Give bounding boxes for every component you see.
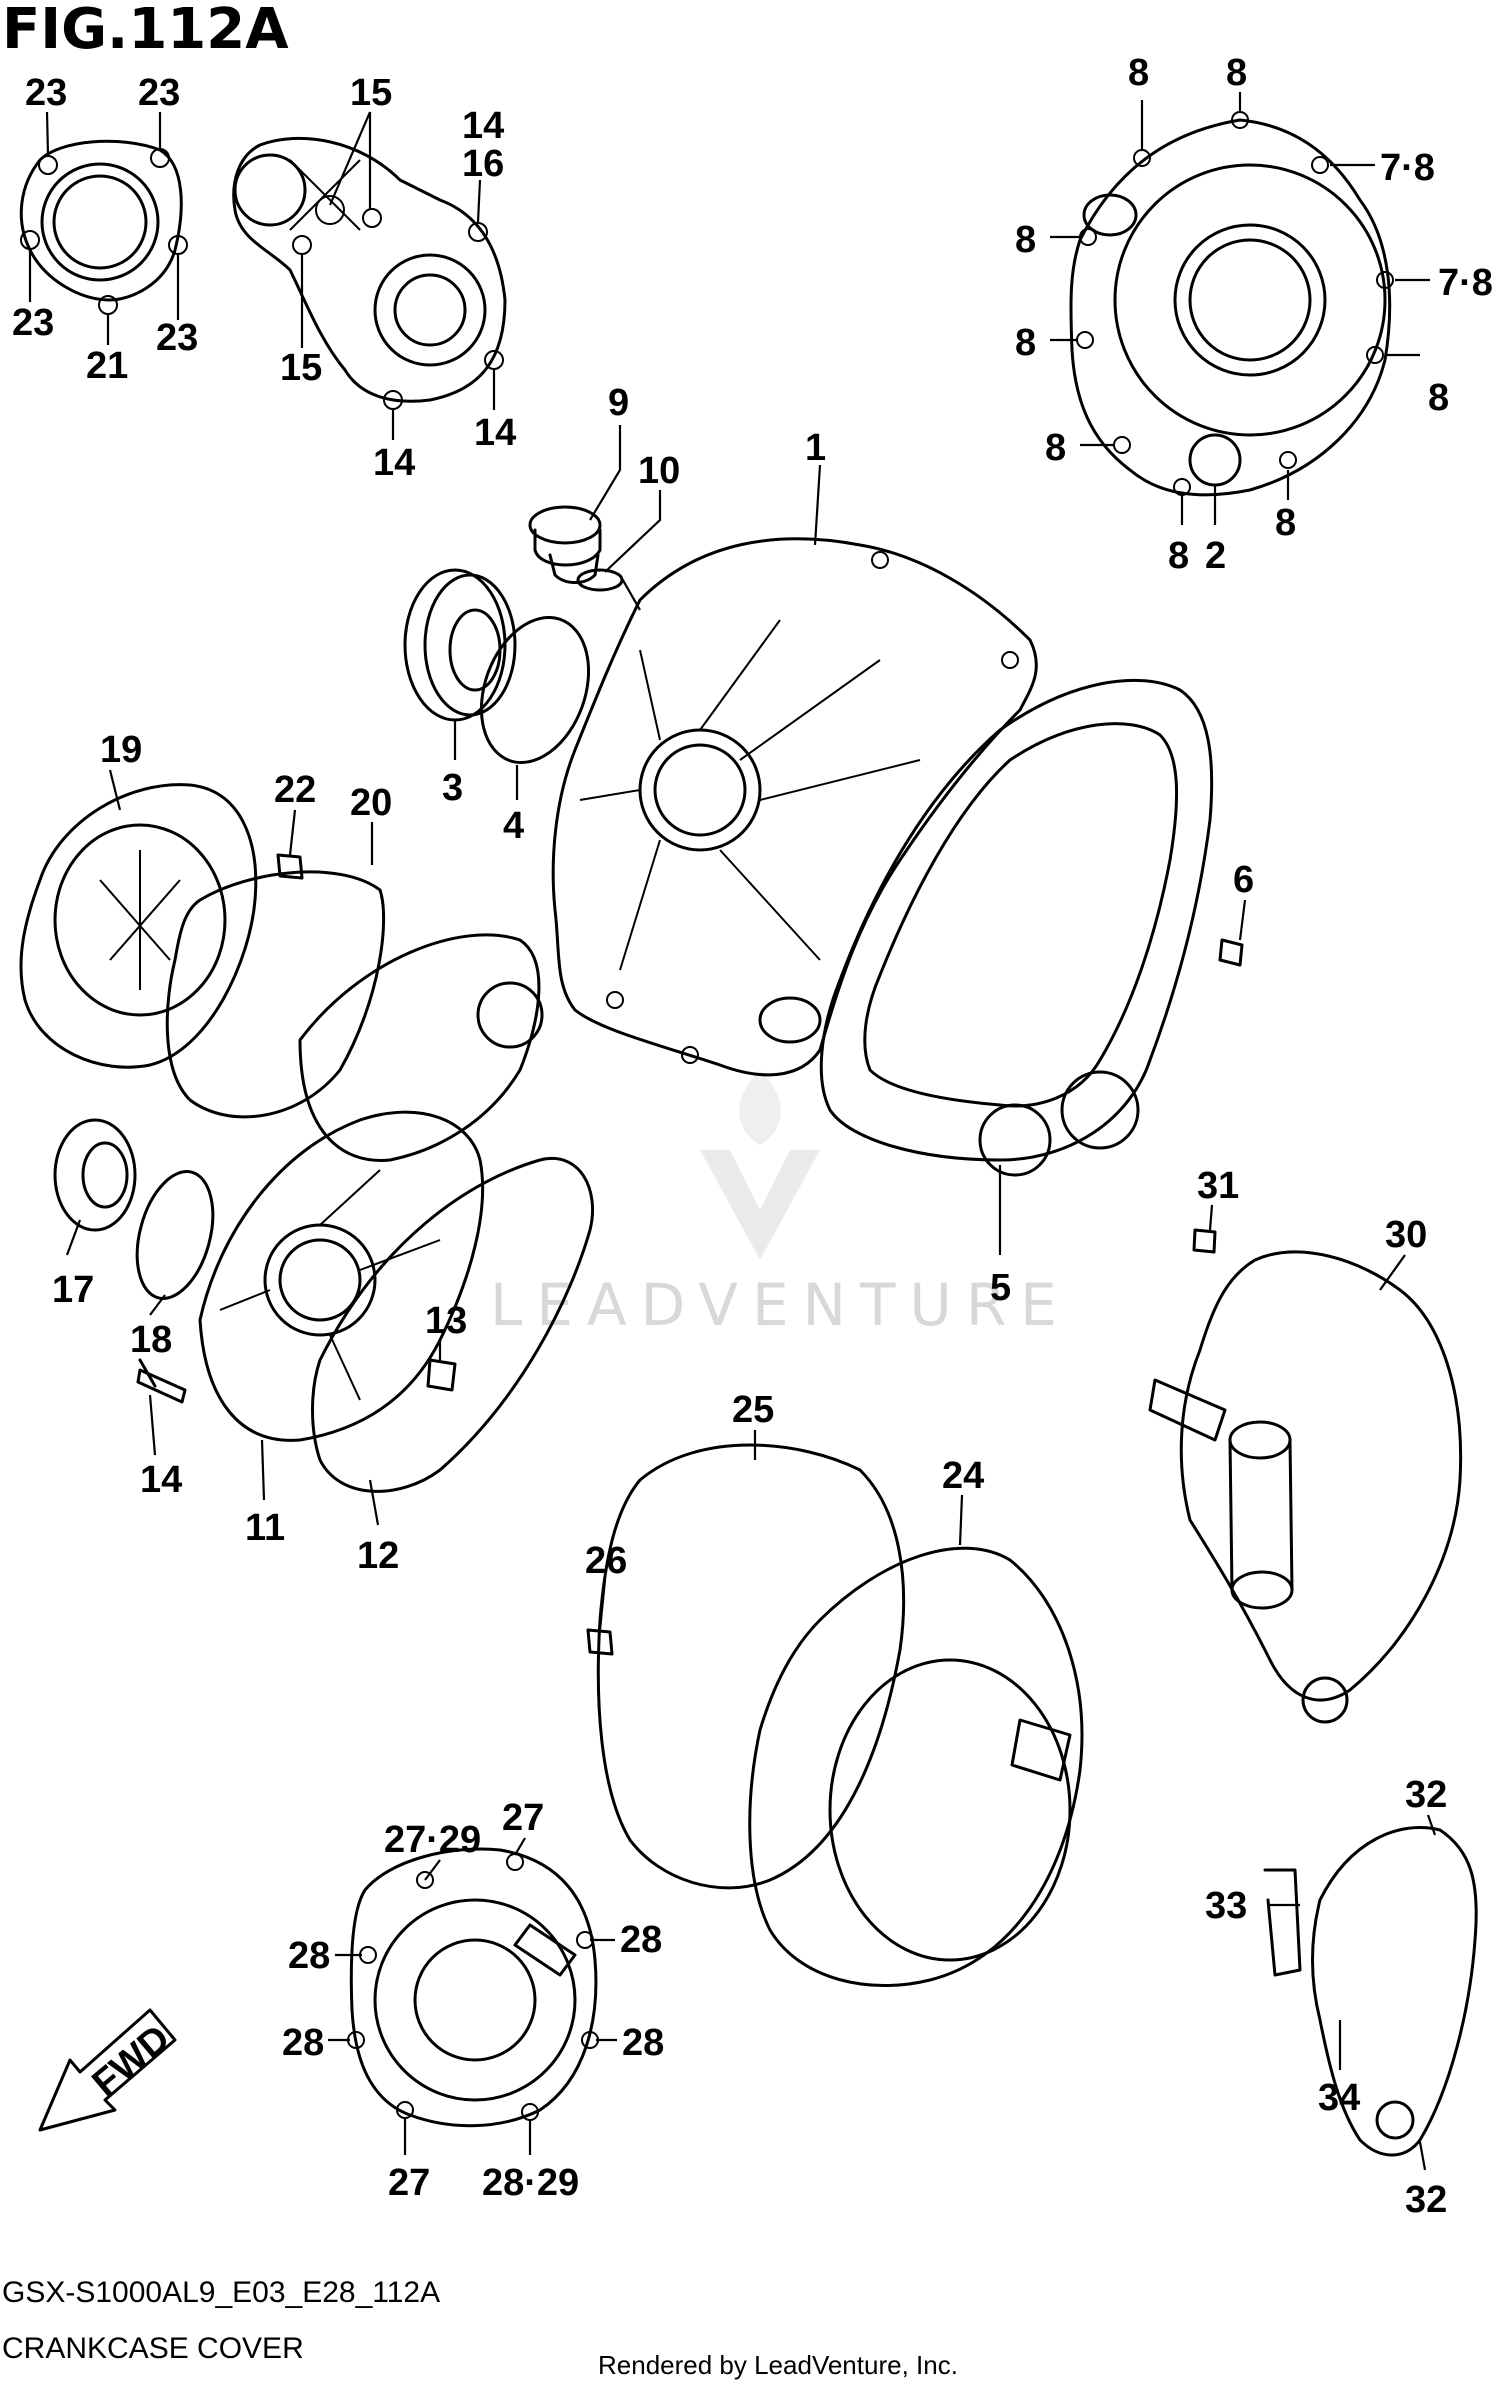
callout: 28·29 [482,2162,579,2204]
callout: 26 [585,1540,627,1582]
callout: 27 [502,1797,544,1839]
part-oring-4 [479,615,591,765]
callout: 30 [1385,1214,1427,1256]
part-cover-14-16 [232,136,507,410]
callout: 27 [388,2162,430,2204]
callout: 15 [350,72,392,114]
model-code: GSX-S1000AL9_E03_E28_112A [2,2276,440,2309]
callout: 20 [350,782,392,824]
callout: 1 [805,427,826,469]
part-generator-cover-24 [748,1546,1084,1987]
callout: 8 [1128,52,1149,94]
part-dowel-31 [1192,1228,1217,1254]
callout: 11 [245,1507,285,1549]
callout: 8 [1015,219,1036,261]
callout: 10 [638,450,680,492]
part-crankcase-cover-1 [551,537,1038,1077]
callout: 8 [1275,502,1296,544]
callout: 28 [620,1919,662,1961]
callout: 4 [503,805,524,847]
render-credit: Rendered by LeadVenture, Inc. [598,2350,958,2380]
part-gasket-5 [819,678,1214,1177]
callout: 8 [1168,535,1189,577]
part-gasket-25 [596,1443,906,1890]
callout: 23 [156,317,198,359]
callout: 5 [990,1267,1011,1309]
callout: 23 [25,72,67,114]
callout: 21 [86,345,128,387]
callout: 8 [1226,52,1247,94]
callout: 34 [1318,2077,1360,2119]
callout: 14 [140,1459,182,1501]
callout: 28 [288,1935,330,1977]
callout: 18 [130,1319,172,1361]
callout: 6 [1233,859,1254,901]
section-name: CRANKCASE COVER [2,2332,304,2365]
callout: 8 [1015,322,1036,364]
part-cover-27-29 [347,1847,599,2128]
callout: 25 [732,1389,774,1431]
callout: 23 [12,302,54,344]
callout: 27·29 [384,1819,481,1861]
part-dowel-6 [1218,938,1244,967]
callout: 15 [280,347,322,389]
callout: 14 [462,105,504,147]
part-water-pump-cover-19 [19,783,258,1069]
part-dowel-13 [426,1358,457,1392]
callout: 28 [282,2022,324,2064]
part-oring-18 [135,1170,215,1300]
part-clutch-cover [1069,111,1394,497]
part-cover-21 [19,139,188,315]
callout: 13 [425,1300,467,1342]
part-cover-11 [198,1110,485,1442]
watermark-text: LEADVENTURE [490,1271,1071,1339]
callout: 12 [357,1535,399,1577]
callout-labels: 23 23 23 23 21 15 15 14 16 14 14 8 8 7·8… [12,52,1493,2221]
part-oil-seal-17 [53,1118,137,1232]
callout: 9 [608,382,629,424]
part-dowel-26 [586,1628,614,1656]
leader-lines [28,92,1437,2171]
callout: 32 [1405,1774,1447,1816]
callout: 14 [474,412,516,454]
watermark-logo [700,1070,820,1260]
part-gasket-12 [311,1157,595,1493]
callout: 32 [1405,2179,1447,2221]
callout: 19 [100,729,142,771]
part-gasket-20 [165,870,386,1119]
callout: 3 [442,767,463,809]
part-cover-30 [1148,1250,1463,1724]
callout: 2 [1205,535,1226,577]
callout: 8 [1428,377,1449,419]
part-oil-cap-9 [528,505,602,584]
part-oil-seal-3 [403,568,517,722]
callout: 16 [462,143,504,185]
callout: 33 [1205,1885,1247,1927]
callout: 23 [138,72,180,114]
part-bolt-14 [136,1358,187,1404]
part-sprocket-cover-32 [1263,1826,1478,2157]
callout: 7·8 [1380,147,1435,189]
part-cover-body [298,933,544,1162]
callout: 14 [373,442,415,484]
callout: 17 [52,1269,94,1311]
fwd-arrow: FWD [38,2008,178,2132]
callout: 28 [622,2022,664,2064]
callout: 8 [1045,427,1066,469]
figure-title: FIG.112A [2,0,289,62]
fwd-label: FWD [85,2017,178,2105]
part-dowel-22 [276,853,304,880]
callout: 24 [942,1455,984,1497]
callout: 7·8 [1438,262,1493,304]
callout: 31 [1197,1165,1239,1207]
callout: 22 [274,769,316,811]
